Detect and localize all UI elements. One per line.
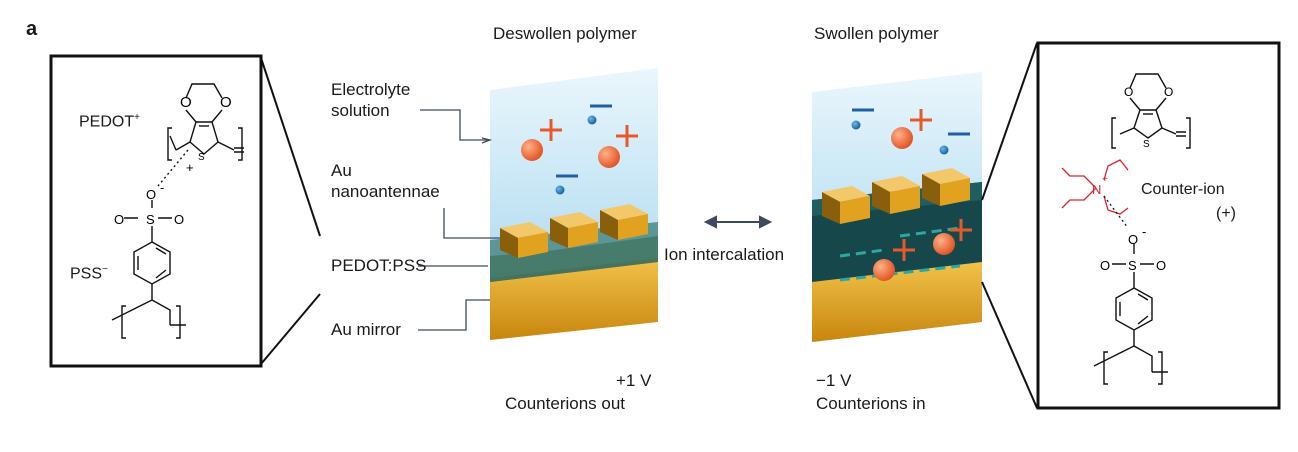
o-left: O: [114, 212, 124, 227]
label-ion-intercalation: Ion intercalation: [664, 245, 785, 264]
counter-ion-label-line2: (+): [1216, 205, 1236, 222]
pss-structure: [1093, 244, 1168, 385]
s-atom: S: [198, 152, 205, 163]
minus-marks: [852, 108, 970, 136]
right-title: Swollen polymer: [814, 24, 939, 43]
pedot-text: PEDOT: [79, 113, 135, 131]
left-zoom-line-bottom: [260, 293, 321, 365]
cation: [598, 146, 620, 168]
pss-sup: −: [102, 264, 108, 275]
pedot-sup: +: [134, 112, 140, 123]
o-atom-1: O: [180, 94, 192, 111]
au-mirror-front: [812, 262, 982, 342]
pedot-label: PEDOT+: [79, 108, 140, 132]
left-inset: O O S + O - S O O: [49, 54, 321, 368]
pss-label: PSS−: [70, 260, 108, 284]
counter-ion-structure: [1061, 159, 1129, 215]
anion: [587, 115, 597, 125]
au-nanoantennae: [822, 168, 970, 224]
svg-text:O: O: [1100, 258, 1110, 273]
right-zoom-line-bottom: [981, 281, 1038, 409]
minus-marks: [556, 104, 612, 178]
right-inset-frame: [1036, 41, 1281, 410]
svg-text:-: -: [1142, 224, 1146, 239]
plus-charge: +: [186, 160, 194, 175]
label-electrolyte-line1: Electrolyte: [331, 80, 411, 99]
svg-text:O: O: [1124, 85, 1133, 99]
o-right: O: [174, 212, 184, 227]
label-electrolyte-line2: solution: [331, 101, 390, 120]
plus-marks: [540, 119, 638, 147]
o-atom-2: O: [220, 94, 232, 111]
plus-marks: [893, 219, 972, 261]
pedot-structure: [1111, 73, 1191, 149]
o-minus: O: [146, 187, 156, 202]
left-zoom-line-top: [260, 57, 321, 237]
pss-text: PSS: [70, 265, 103, 283]
label-pedot-pss: PEDOT:PSS: [331, 256, 427, 275]
pedot-structure: [157, 83, 244, 187]
svg-text:+: +: [1102, 174, 1108, 185]
cation: [521, 139, 543, 161]
leader-lines: [418, 109, 500, 331]
cation: [873, 259, 895, 281]
s-sulfonate: S: [146, 212, 155, 227]
svg-text:S: S: [1128, 258, 1137, 273]
anion: [939, 145, 949, 155]
cation: [891, 127, 913, 149]
right-device: [812, 72, 982, 342]
right-inset: O O S N +: [981, 41, 1281, 410]
svg-text:O: O: [1156, 258, 1166, 273]
au-nanoantennae: [500, 204, 648, 258]
n-atom: N: [1092, 182, 1101, 197]
left-inset-frame: [49, 54, 263, 368]
right-zoom-line-top: [981, 42, 1038, 201]
left-caption: Counterions out: [505, 394, 626, 413]
right-voltage: −1 V: [816, 371, 852, 390]
double-arrow: [703, 215, 773, 229]
anion: [555, 185, 565, 195]
label-au-mirror: Au mirror: [331, 320, 401, 339]
anion: [851, 120, 861, 130]
svg-text:O: O: [1164, 85, 1173, 99]
svg-text:S: S: [1143, 139, 1150, 150]
right-caption: Counterions in: [816, 394, 926, 413]
counter-ion-label-line1: Counter-ion: [1141, 181, 1225, 198]
left-voltage: +1 V: [616, 371, 652, 390]
panel-letter: a: [26, 18, 38, 40]
pss-structure: [111, 200, 186, 339]
minus-sign: -: [160, 180, 164, 195]
label-au-line2: nanoantennae: [331, 182, 440, 201]
cation: [933, 233, 955, 255]
au-mirror-front: [490, 258, 658, 340]
left-title: Deswollen polymer: [493, 24, 637, 43]
label-au-line1: Au: [331, 161, 352, 180]
svg-text:O: O: [1128, 232, 1138, 247]
left-device: [490, 68, 658, 340]
